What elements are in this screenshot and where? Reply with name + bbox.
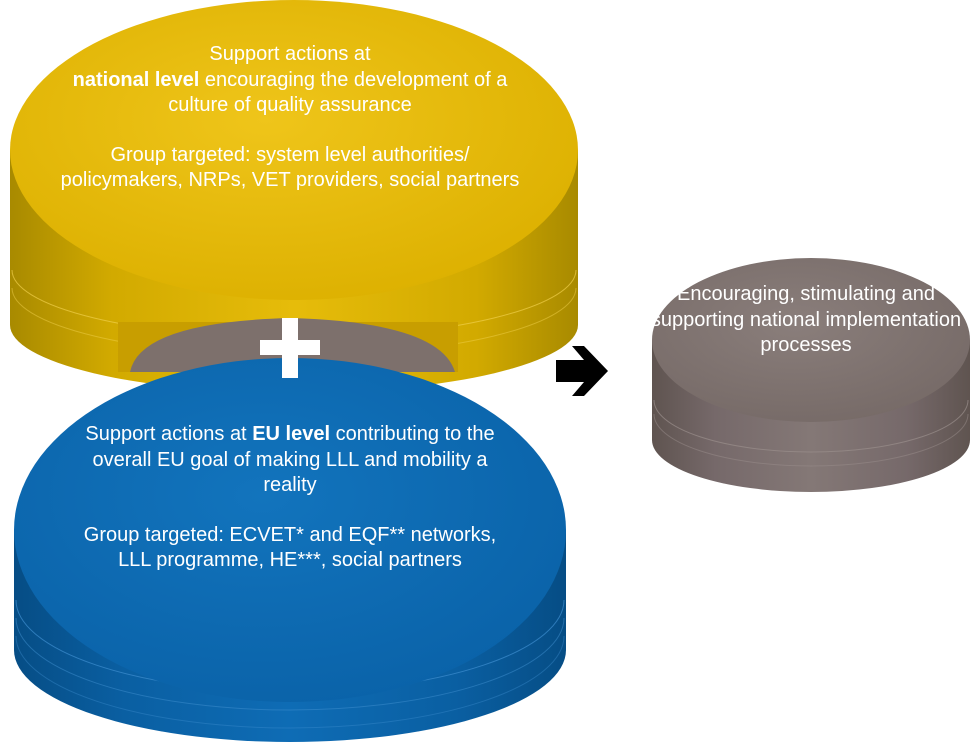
national-line-1: Support actions at (209, 43, 371, 65)
eu-description-start: Support actions at (85, 423, 253, 445)
result-description: Encouraging, stimulating and supporting … (650, 283, 962, 357)
eu-level-text: Support actions at EU level contributing… (72, 422, 508, 574)
eu-level-emphasis: EU level (252, 423, 331, 445)
national-description: national level encouraging the developme… (55, 68, 525, 119)
plus-icon (260, 318, 320, 378)
eu-cylinder-top (14, 358, 566, 702)
national-cylinder-top (10, 0, 578, 300)
arrow-right-icon (556, 346, 608, 396)
result-text: Encouraging, stimulating and supporting … (648, 282, 964, 359)
eu-level-cylinder (14, 358, 566, 742)
national-level-text: Support actions at national level encour… (55, 42, 525, 194)
national-description-rest: encouraging the development of a culture… (168, 68, 508, 117)
national-level-emphasis: national level (72, 68, 200, 91)
national-target-groups: Group targeted: system level authorities… (60, 143, 520, 192)
result-cylinder-top (652, 258, 970, 422)
eu-description: Support actions at EU level contributing… (72, 422, 508, 499)
eu-description-rest: contributing to the overall EU goal of m… (92, 423, 495, 497)
eu-target-groups: Group targeted: ECVET* and EQF** network… (83, 523, 497, 572)
result-cylinder (652, 258, 970, 492)
result-cylinder-bottom (652, 388, 970, 492)
